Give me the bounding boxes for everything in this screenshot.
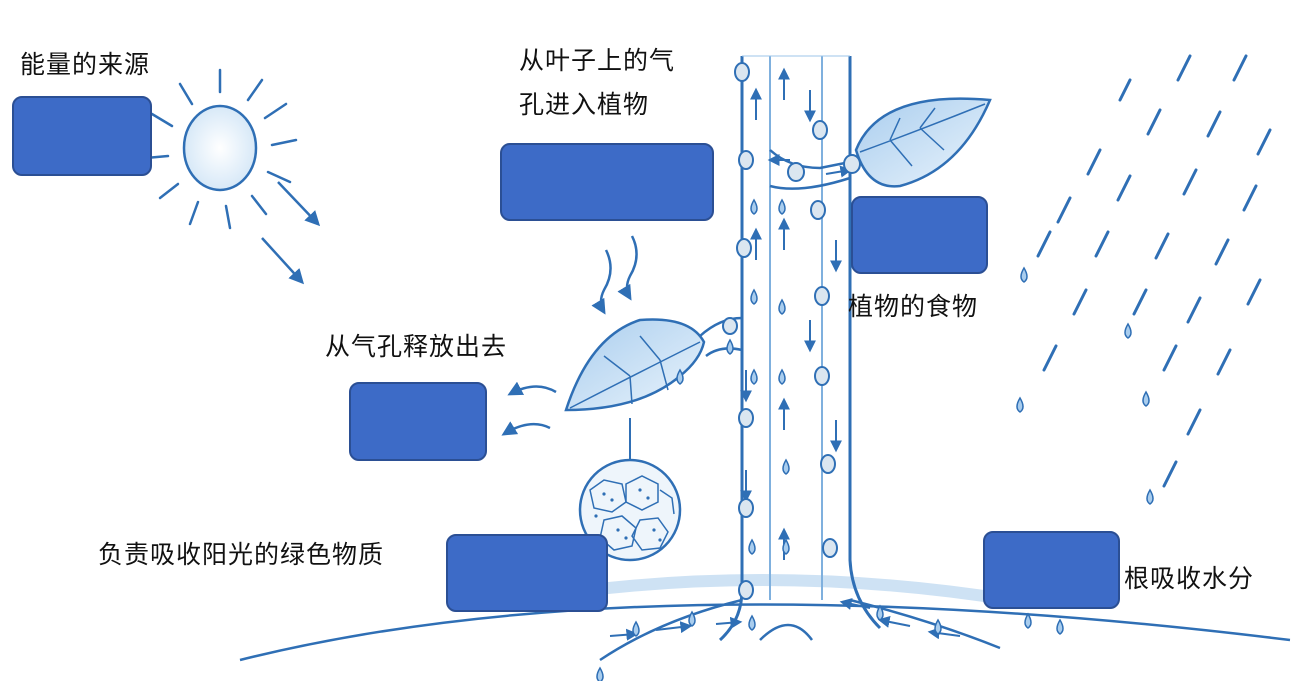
answer-box-water[interactable]	[983, 531, 1120, 609]
label-released-from-stomata: 从气孔释放出去	[325, 332, 508, 361]
sun-icon	[144, 68, 321, 285]
rain	[1036, 54, 1272, 488]
label-plant-food: 植物的食物	[848, 292, 979, 321]
label-root-absorbs-water: 根吸收水分	[1124, 564, 1255, 593]
answer-box-gas-out[interactable]	[349, 382, 487, 461]
label-stomata-in-line2: 孔进入植物	[519, 90, 650, 119]
label-energy-source: 能量的来源	[20, 50, 151, 79]
answer-box-chlorophyll[interactable]	[446, 534, 608, 612]
answer-box-gas-in[interactable]	[500, 143, 714, 221]
raindrop-icon	[596, 198, 1064, 681]
label-green-substance: 负责吸收阳光的绿色物质	[98, 540, 385, 569]
raindrop-icon	[1016, 266, 1154, 505]
leaf-icon	[564, 318, 706, 466]
label-stomata-in-line1: 从叶子上的气	[519, 46, 676, 75]
gas-in-arrows	[591, 235, 638, 315]
cell-icon	[578, 458, 682, 562]
gas-out-arrows	[501, 381, 557, 436]
answer-box-energy-source[interactable]	[12, 96, 152, 176]
answer-box-plant-food[interactable]	[851, 196, 988, 274]
leaf-icon	[854, 97, 992, 188]
